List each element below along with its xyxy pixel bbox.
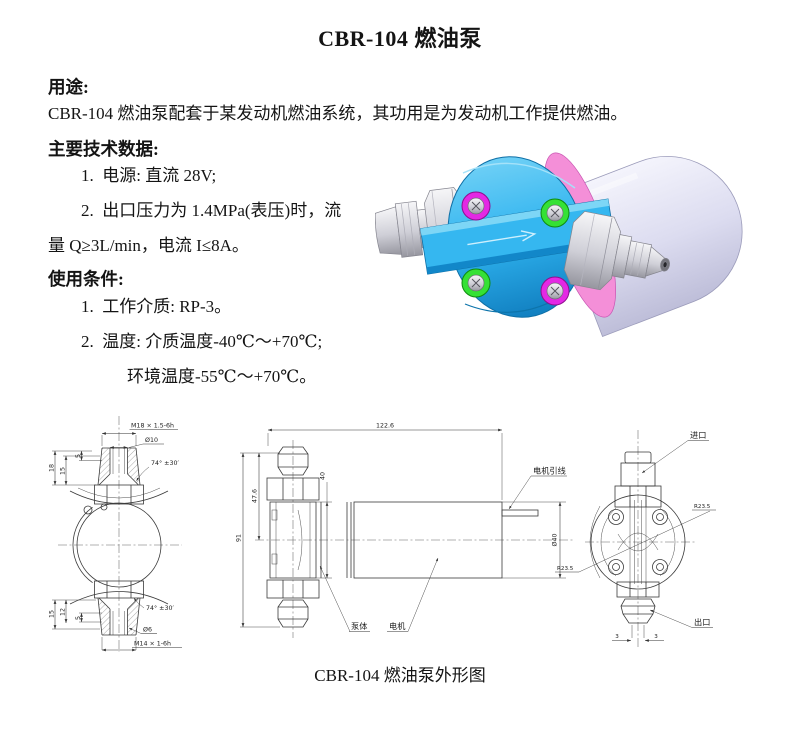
- bolt-green-bottom: [461, 268, 491, 298]
- dim-15-top: 15: [60, 467, 67, 475]
- label-pump-body: 泵体: [351, 621, 367, 631]
- bolt-green-top: [540, 198, 570, 228]
- figure-caption: CBR-104 燃油泵外形图: [314, 666, 486, 685]
- usage-body: CBR-104 燃油泵配套于某发动机燃油系统，其功用是为发动机工作提供燃油。: [48, 104, 628, 123]
- dim-motor-dia: Ø40: [551, 534, 559, 547]
- tech-heading: 主要技术数据:: [48, 139, 159, 159]
- outline-drawing: M18 × 1.5-6h Ø10 18 15 5 74° ±30′ 15 12 …: [49, 416, 716, 652]
- flow-arrow-3d: [467, 230, 537, 246]
- conditions-item-2: 2. 温度: 介质温度-40℃～+70℃;: [81, 332, 323, 351]
- label-motor-wire: 电机引线: [533, 466, 566, 476]
- label-inlet: 进口: [690, 431, 706, 440]
- dim-15-bottom: 15: [49, 610, 56, 618]
- dim-3-right: 3: [654, 634, 658, 640]
- bolt-magenta-bottom: [540, 276, 570, 306]
- label-outlet: 出口: [694, 617, 710, 627]
- conditions-heading: 使用条件:: [48, 269, 124, 289]
- dim-dia-top: Ø10: [145, 436, 158, 444]
- outlet-fitting-3d: [563, 211, 671, 291]
- dim-height-total: 91: [236, 534, 243, 542]
- dim-body-dia: 40: [320, 472, 327, 480]
- dim-5-bottom: 5: [75, 616, 82, 620]
- dim-angle-bottom: 74° ±30′: [146, 604, 174, 612]
- end-view: 进口 R23.5 出口 3 3: [585, 430, 716, 648]
- front-view: M18 × 1.5-6h Ø10 18 15 5 74° ±30′ 15 12 …: [49, 416, 182, 652]
- side-view: 122.6 91 47.6: [236, 423, 711, 638]
- dim-length: 122.6: [376, 423, 394, 430]
- label-motor: 电机: [389, 621, 406, 631]
- dim-r-end: R23.5: [694, 504, 711, 510]
- dim-thread-top: M18 × 1.5-6h: [131, 423, 174, 430]
- page-title: CBR-104 燃油泵: [318, 26, 482, 51]
- tech-item-2-cont: 量 Q≥3L/min，电流 I≤8A。: [48, 236, 249, 255]
- tech-item-2: 2. 出口压力为 1.4MPa(表压)时，流: [81, 201, 342, 220]
- dim-3-left: 3: [615, 634, 619, 640]
- tech-item-1: 1. 电源: 直流 28V;: [81, 166, 217, 185]
- usage-heading: 用途:: [48, 77, 89, 97]
- dim-dia-bottom: Ø6: [143, 626, 152, 634]
- pump-3d-render: [375, 152, 743, 337]
- dim-18: 18: [49, 464, 56, 472]
- conditions-item-1: 1. 工作介质: RP-3。: [81, 297, 232, 316]
- dim-angle-top: 74° ±30′: [151, 459, 179, 467]
- dim-height-axis: 47.6: [252, 489, 259, 503]
- conditions-item-2-cont: 环境温度-55℃～+70℃。: [127, 367, 317, 386]
- dim-r-side: R23.5: [557, 566, 574, 572]
- dim-thread-bottom: M14 × 1-6h: [134, 641, 171, 648]
- dim-12: 12: [60, 608, 67, 616]
- bolt-magenta-top: [461, 191, 491, 221]
